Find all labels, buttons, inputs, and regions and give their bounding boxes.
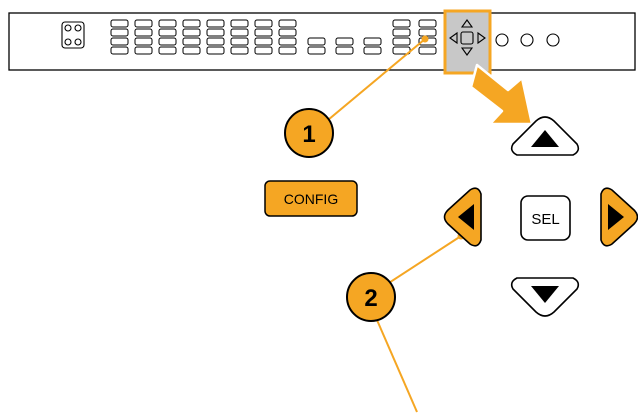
callout-2-leader-lower bbox=[376, 319, 418, 413]
panel-button[interactable] bbox=[230, 37, 249, 46]
panel-button[interactable] bbox=[134, 19, 153, 28]
arrow-cluster-icon bbox=[449, 19, 486, 56]
panel-button[interactable] bbox=[392, 28, 411, 37]
mini-sel-icon bbox=[460, 31, 474, 45]
panel-button[interactable] bbox=[158, 46, 177, 55]
panel-button[interactable] bbox=[418, 19, 437, 28]
panel-button[interactable] bbox=[307, 46, 326, 55]
front-panel bbox=[8, 9, 636, 75]
panel-button[interactable] bbox=[206, 37, 225, 46]
panel-button[interactable] bbox=[278, 46, 297, 55]
right-arrow-button[interactable] bbox=[600, 187, 638, 247]
up-arrow-icon bbox=[531, 130, 559, 147]
panel-button[interactable] bbox=[254, 19, 273, 28]
knob-3[interactable] bbox=[546, 33, 560, 47]
callout-badge-1: 1 bbox=[284, 108, 334, 158]
panel-button[interactable] bbox=[392, 37, 411, 46]
callout-badge-2: 2 bbox=[346, 272, 396, 322]
mini-left-arrow-icon bbox=[449, 31, 458, 45]
panel-button[interactable] bbox=[110, 37, 129, 46]
panel-button[interactable] bbox=[158, 28, 177, 37]
panel-button[interactable] bbox=[182, 28, 201, 37]
panel-button[interactable] bbox=[182, 46, 201, 55]
panel-button[interactable] bbox=[363, 37, 382, 46]
arrow-cluster-highlight bbox=[443, 9, 492, 75]
config-button-label: CONFIG bbox=[284, 191, 338, 207]
panel-button[interactable] bbox=[206, 19, 225, 28]
down-arrow-icon bbox=[531, 286, 559, 303]
down-arrow-button[interactable] bbox=[510, 277, 580, 317]
panel-button[interactable] bbox=[158, 19, 177, 28]
callout-1-dot bbox=[421, 35, 429, 43]
callout-1-leader bbox=[315, 38, 426, 131]
callout-2-leader bbox=[377, 235, 462, 291]
panel-button[interactable] bbox=[307, 37, 326, 46]
right-arrow-icon bbox=[608, 204, 624, 230]
sel-button-label: SEL bbox=[531, 211, 559, 228]
panel-button[interactable] bbox=[158, 37, 177, 46]
panel-button[interactable] bbox=[230, 46, 249, 55]
callout-arrow-icon bbox=[469, 63, 534, 126]
panel-button[interactable] bbox=[182, 37, 201, 46]
panel-button[interactable] bbox=[206, 28, 225, 37]
callout-number: 1 bbox=[302, 121, 315, 148]
panel-button[interactable] bbox=[418, 28, 437, 37]
config-button[interactable]: CONFIG bbox=[264, 180, 358, 217]
knob-1[interactable] bbox=[495, 33, 509, 47]
panel-button-grid bbox=[110, 19, 437, 55]
panel-button[interactable] bbox=[335, 46, 354, 55]
panel-button[interactable] bbox=[254, 28, 273, 37]
callout-number: 2 bbox=[364, 285, 377, 312]
panel-button[interactable] bbox=[254, 37, 273, 46]
panel-button[interactable] bbox=[230, 19, 249, 28]
panel-button[interactable] bbox=[110, 28, 129, 37]
panel-button[interactable] bbox=[110, 46, 129, 55]
panel-button[interactable] bbox=[134, 37, 153, 46]
panel-button[interactable] bbox=[392, 19, 411, 28]
mini-down-arrow-icon bbox=[460, 47, 474, 56]
panel-button[interactable] bbox=[254, 46, 273, 55]
mini-up-arrow-icon bbox=[460, 19, 474, 28]
panel-button[interactable] bbox=[278, 37, 297, 46]
panel-button[interactable] bbox=[418, 46, 437, 55]
panel-button[interactable] bbox=[335, 37, 354, 46]
panel-button[interactable] bbox=[206, 46, 225, 55]
sel-button[interactable]: SEL bbox=[520, 195, 571, 241]
panel-button[interactable] bbox=[278, 19, 297, 28]
panel-button[interactable] bbox=[134, 46, 153, 55]
panel-button[interactable] bbox=[182, 19, 201, 28]
panel-button[interactable] bbox=[363, 46, 382, 55]
left-arrow-icon bbox=[458, 204, 474, 230]
front-panel-icon bbox=[61, 21, 85, 49]
panel-button[interactable] bbox=[230, 28, 249, 37]
knob-2[interactable] bbox=[520, 33, 534, 47]
left-arrow-button[interactable] bbox=[443, 187, 482, 247]
mini-right-arrow-icon bbox=[477, 31, 486, 45]
panel-button[interactable] bbox=[278, 28, 297, 37]
up-arrow-button[interactable] bbox=[510, 116, 580, 156]
panel-button[interactable] bbox=[134, 28, 153, 37]
panel-button[interactable] bbox=[110, 19, 129, 28]
